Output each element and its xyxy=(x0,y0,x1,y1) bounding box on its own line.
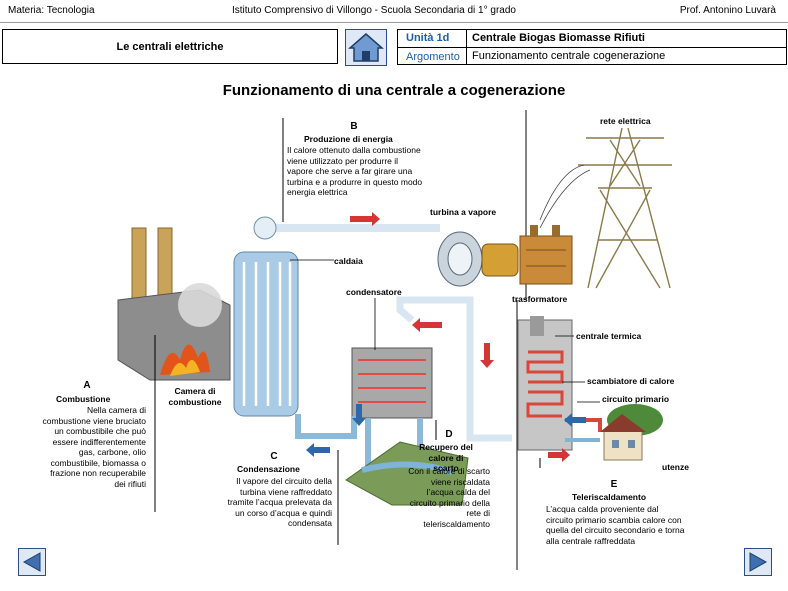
lesson-title-box: Le centrali elettriche xyxy=(2,29,338,64)
topic-label: Argomento xyxy=(406,51,460,63)
teacher-label: Prof. Antonino Luvarà xyxy=(679,5,776,16)
power-tower-icon xyxy=(578,127,672,289)
next-button[interactable] xyxy=(744,548,772,576)
river-landscape-icon xyxy=(345,441,469,506)
block-b-heading: Produzione di energia xyxy=(304,134,393,144)
block-a-letter: A xyxy=(83,380,91,391)
block-b-text: Il calore ottenuto dalla combustione vie… xyxy=(287,145,423,197)
block-e-text: L’acqua calda proveniente dal circuito p… xyxy=(546,504,685,546)
label-trasformatore: trasformatore xyxy=(512,294,568,304)
unit-info-box: Unità 1d Centrale Biogas Biomasse Rifiut… xyxy=(397,29,787,65)
house-icon xyxy=(600,404,663,461)
flow-arrows xyxy=(350,212,570,462)
block-c-heading: Condensazione xyxy=(237,464,300,474)
label-condensatore: condensatore xyxy=(346,287,402,297)
label-circuito-primario: circuito primario xyxy=(602,394,670,404)
label-rete-elettrica: rete elettrica xyxy=(600,116,651,126)
label-turbina: turbina a vapore xyxy=(430,207,497,217)
header-divider xyxy=(0,22,788,23)
home-button[interactable] xyxy=(345,29,387,66)
block-b-letter: B xyxy=(350,121,358,132)
lesson-title: Le centrali elettriche xyxy=(116,40,224,53)
unit-title: Centrale Biogas Biomasse Rifiuti xyxy=(472,32,645,44)
steam-turbine-icon xyxy=(437,231,519,287)
home-icon xyxy=(345,29,387,66)
top-bar: Materia: Tecnologia Istituto Comprensivo… xyxy=(0,0,788,22)
arrow-right-icon xyxy=(744,548,772,576)
block-e-heading: Teleriscaldamento xyxy=(572,492,647,502)
combustion-chamber-icon xyxy=(117,227,231,381)
block-c-letter: C xyxy=(270,451,278,462)
unit-label: Unità 1d xyxy=(406,32,450,44)
block-d-letter: D xyxy=(445,429,453,440)
subject-label: Materia: Tecnologia xyxy=(8,5,95,16)
block-d-text: Con il calore di scarto viene riscaldata… xyxy=(408,466,490,529)
previous-button[interactable] xyxy=(18,548,46,576)
block-a-text: Nella camera di combustione viene brucia… xyxy=(42,405,146,489)
boiler-icon xyxy=(233,216,299,417)
condenser-icon xyxy=(351,296,474,419)
block-d-heading: Recupero del calore di scarto xyxy=(419,442,473,473)
label-centrale-termica: centrale termica xyxy=(576,331,642,341)
school-label: Istituto Comprensivo di Villongo - Scuol… xyxy=(232,5,516,16)
arrow-left-icon xyxy=(18,548,46,576)
label-camera-combustione: Camera di combustione xyxy=(168,386,222,407)
label-caldaia: caldaia xyxy=(334,256,363,266)
block-e-letter: E xyxy=(610,479,618,490)
transformer-icon xyxy=(519,225,573,285)
label-scambiatore: scambiatore di calore xyxy=(587,376,675,386)
diagram-title: Funzionamento di una centrale a cogenera… xyxy=(222,82,566,99)
thermal-plant-icon xyxy=(517,316,573,451)
label-utenze: utenze xyxy=(662,462,689,472)
topic-title: Funzionamento centrale cogenerazione xyxy=(472,50,666,62)
block-c-text: Il vapore del circuito della turbina vie… xyxy=(227,476,332,528)
block-a-heading: Combustione xyxy=(56,394,111,404)
